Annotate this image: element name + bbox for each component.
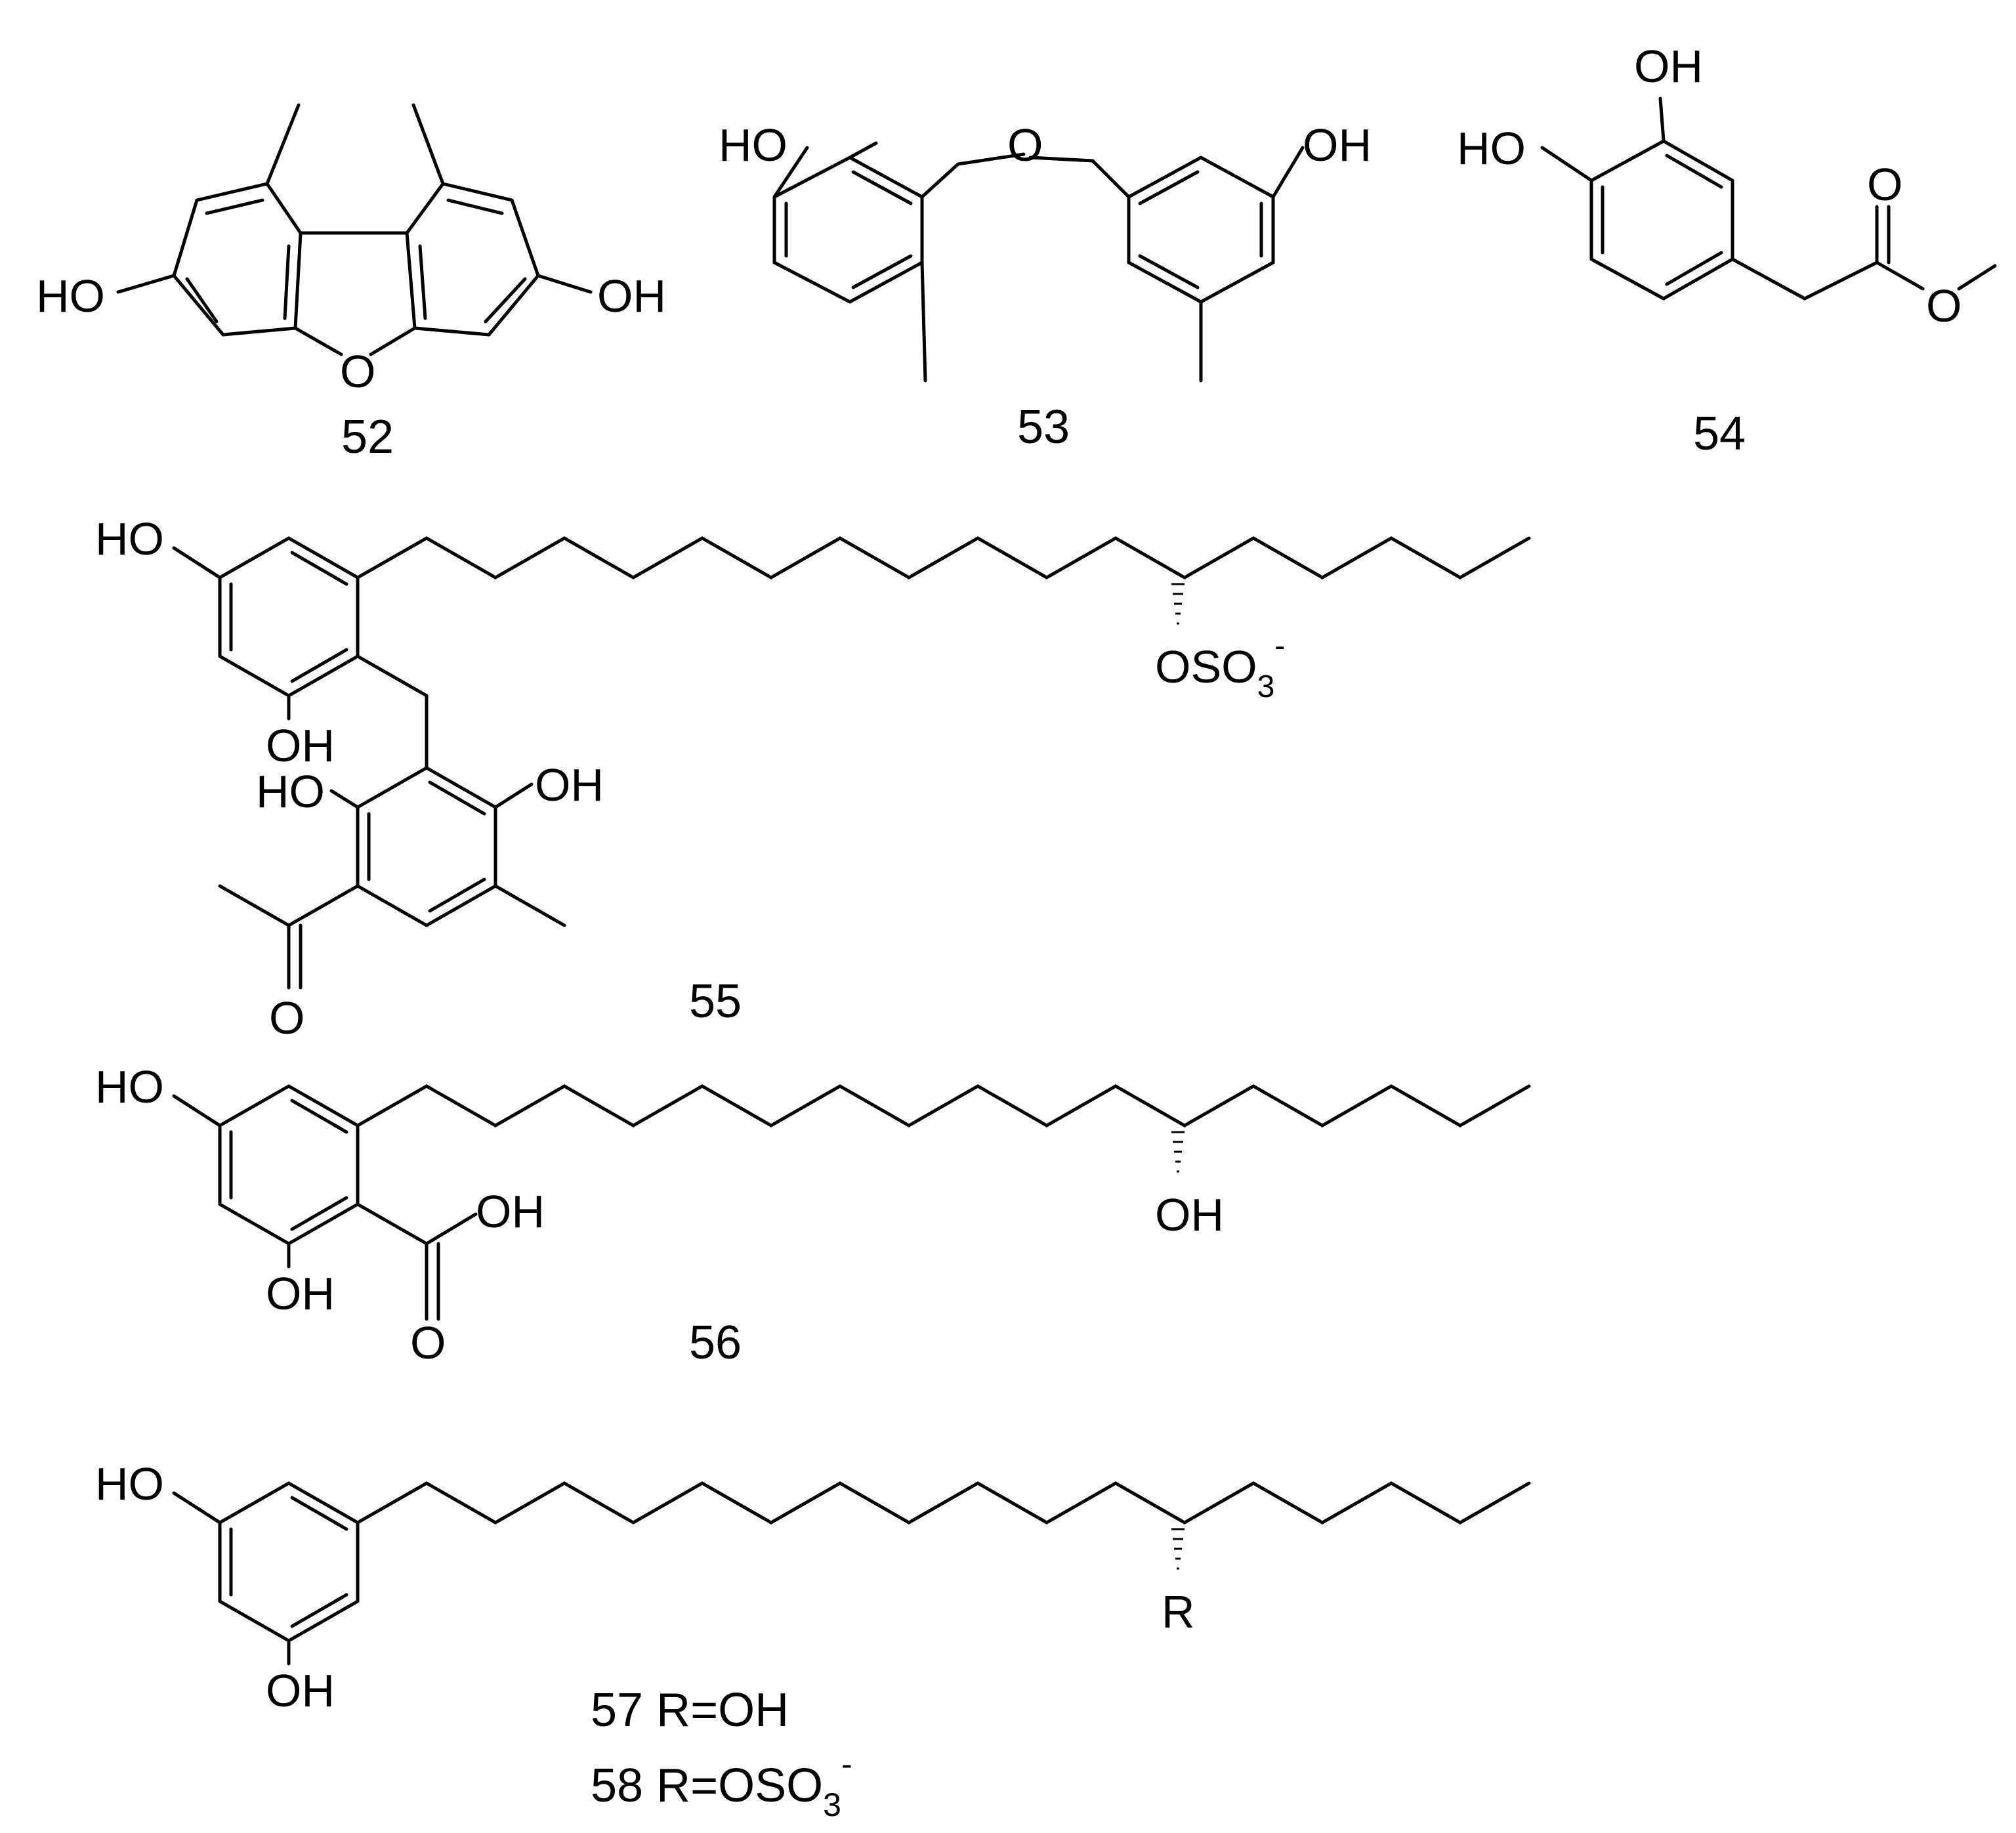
compound-57-58: HO OH R 57 R=OH 58 R=OSO3- <box>95 1458 1531 1823</box>
group-ketone-o-55: O <box>269 992 304 1043</box>
group-sulfate-55: OSO3- <box>1155 629 1285 704</box>
group-ho-55-bottom: HO <box>256 766 325 817</box>
compound-label-52: 52 <box>341 411 394 463</box>
group-oh-56-ring: OH <box>266 1268 335 1319</box>
compound-label-56: 56 <box>689 1317 742 1369</box>
compound-label-58: 58 R=OSO3- <box>591 1746 852 1823</box>
group-ho-53: HO <box>719 119 788 171</box>
group-oh-57: OH <box>266 1665 335 1716</box>
compound-55: HO OH HO OH O OSO3- 55 <box>95 513 1531 1043</box>
compound-label-54: 54 <box>1693 408 1746 460</box>
compound-label-55: 55 <box>689 975 742 1028</box>
group-o-52: O <box>340 346 375 397</box>
compound-54: OH HO O O 54 <box>1457 41 1997 460</box>
compound-53: HO O OH 53 <box>719 119 1372 453</box>
compound-52: HO OH O 52 <box>36 103 666 463</box>
group-carbonyl-o-54: O <box>1867 159 1902 210</box>
group-o-53: O <box>1007 119 1043 171</box>
group-oh-54: OH <box>1634 41 1703 92</box>
group-oh-55-top: OH <box>266 720 335 771</box>
group-ho-54: HO <box>1457 123 1526 174</box>
group-r-57: R <box>1162 1586 1195 1637</box>
group-oh-52: OH <box>597 270 666 322</box>
group-acid-o-56: O <box>410 1317 446 1368</box>
group-ho-52: HO <box>36 270 105 322</box>
group-chain-oh-56: OH <box>1155 1189 1224 1240</box>
compound-label-57: 57 R=OH <box>591 1684 789 1737</box>
group-ester-o-54: O <box>1926 280 1962 331</box>
compound-56: HO OH OH O OH 56 <box>95 1061 1531 1369</box>
group-ho-55-top: HO <box>95 513 164 564</box>
group-ho-56: HO <box>95 1061 164 1112</box>
compound-label-53: 53 <box>1017 401 1070 453</box>
group-ho-57: HO <box>95 1458 164 1509</box>
group-oh-55-bottom: OH <box>535 759 604 811</box>
group-acid-oh-56: OH <box>476 1186 545 1237</box>
group-oh-53: OH <box>1303 119 1372 171</box>
